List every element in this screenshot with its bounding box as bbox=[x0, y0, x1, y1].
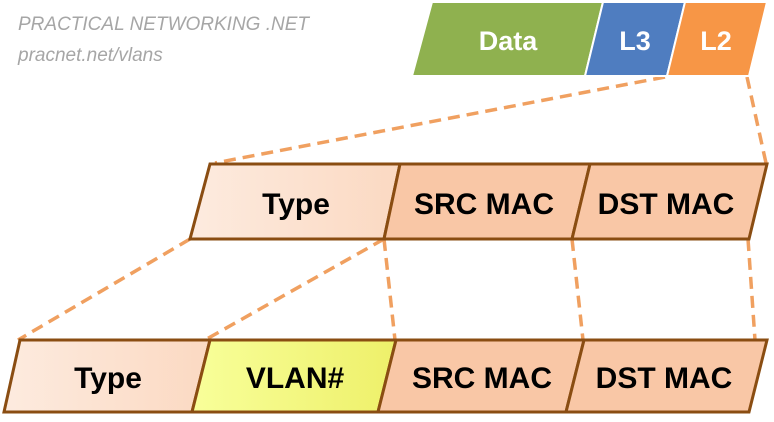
top-frame bbox=[410, 0, 769, 77]
l2-header bbox=[188, 162, 769, 241]
l2-type-label: Type bbox=[262, 188, 330, 221]
tagged-src-mac-label: SRC MAC bbox=[412, 362, 552, 395]
dash-src-left bbox=[382, 238, 397, 341]
dash-l2-left bbox=[214, 75, 666, 165]
dash-type-left bbox=[17, 237, 191, 342]
tagged-header bbox=[2, 338, 769, 414]
dash-dst-right bbox=[746, 238, 757, 341]
l2-src-mac-label: SRC MAC bbox=[414, 188, 554, 221]
expansion-lines bbox=[17, 75, 768, 342]
tagged-type-label: Type bbox=[74, 362, 142, 395]
data-label: Data bbox=[479, 26, 539, 56]
brand-url: pracnet.net/vlans bbox=[17, 45, 163, 66]
l2-segment bbox=[665, 0, 769, 77]
l3-label: L3 bbox=[619, 26, 651, 56]
l2-label: L2 bbox=[700, 26, 732, 56]
tagged-dst-mac-label: DST MAC bbox=[596, 362, 733, 395]
brand-title: PRACTICAL NETWORKING .NET bbox=[18, 14, 310, 35]
dash-src-right bbox=[570, 238, 585, 341]
dash-type-right bbox=[204, 237, 385, 342]
l2-dst-mac-label: DST MAC bbox=[598, 188, 735, 221]
dash-l2-right bbox=[745, 76, 768, 164]
tagged-dst-mac-field bbox=[564, 338, 769, 414]
l2-dst-mac-field bbox=[570, 162, 769, 241]
tagged-vlan-label: VLAN# bbox=[246, 362, 345, 395]
